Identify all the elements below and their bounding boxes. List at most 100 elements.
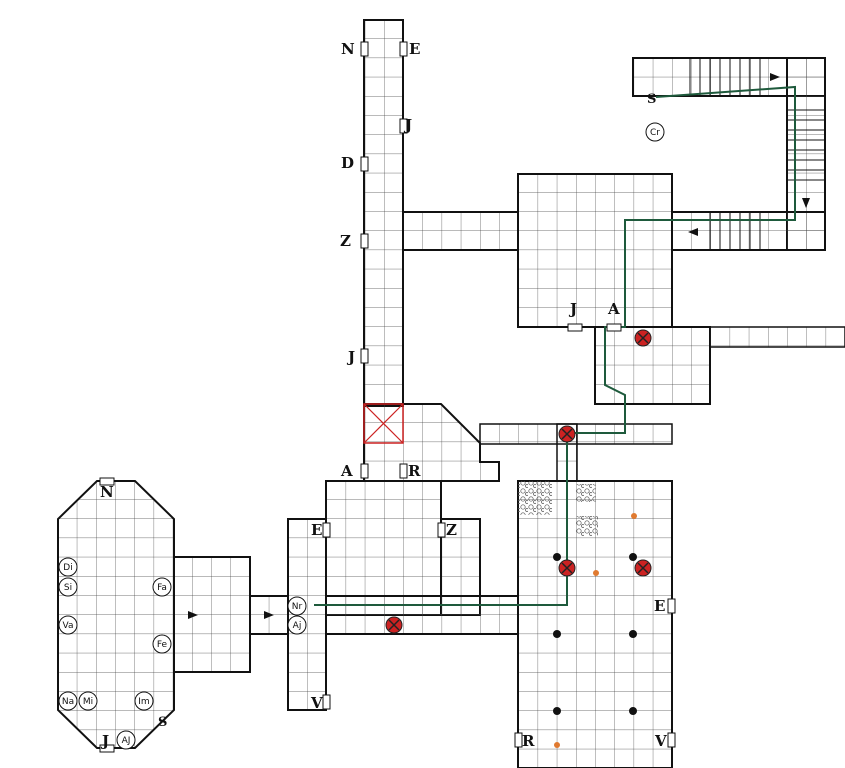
rubble-patch xyxy=(518,481,552,515)
door[interactable] xyxy=(99,477,115,486)
label-j: J xyxy=(568,300,577,318)
token-circle xyxy=(58,577,78,597)
door[interactable] xyxy=(322,522,331,538)
label-v: V xyxy=(310,694,323,712)
label-s: S xyxy=(647,92,656,107)
north-tower xyxy=(363,19,404,407)
door[interactable] xyxy=(667,598,676,614)
label-e: E xyxy=(409,40,420,58)
label-j: J xyxy=(346,348,355,366)
door[interactable] xyxy=(514,732,523,748)
doors xyxy=(99,41,676,753)
map-details xyxy=(99,41,825,753)
main-corridor xyxy=(325,595,519,635)
pillars xyxy=(553,553,637,715)
token-va[interactable]: Va xyxy=(58,615,78,635)
gate-hall xyxy=(325,480,442,616)
token-nr[interactable]: Nr xyxy=(287,596,307,616)
trap-cross xyxy=(561,562,573,574)
door[interactable] xyxy=(360,156,369,172)
token-si[interactable]: Si xyxy=(58,577,78,597)
trap-markers xyxy=(385,329,652,634)
door[interactable] xyxy=(606,323,622,332)
label-v: V xyxy=(654,732,667,750)
door[interactable] xyxy=(399,41,408,57)
token-fa[interactable]: Fa xyxy=(152,577,172,597)
token-circle xyxy=(58,557,78,577)
token-mi[interactable]: Mi xyxy=(78,691,98,711)
direction-arrows xyxy=(188,73,810,619)
token-na[interactable]: Na xyxy=(58,691,78,711)
door[interactable] xyxy=(360,463,369,479)
door[interactable] xyxy=(360,233,369,249)
token-label: Mi xyxy=(83,697,93,707)
token-label: Di xyxy=(63,563,72,573)
token-label: Fe xyxy=(157,640,168,650)
label-j: J xyxy=(403,116,412,134)
token-circle xyxy=(116,730,136,750)
token-circle xyxy=(78,691,98,711)
token-circle xyxy=(287,596,307,616)
trap-cross xyxy=(561,428,573,440)
label-r: R xyxy=(408,462,421,480)
token-label: Cr xyxy=(650,128,660,138)
upper-hall xyxy=(517,173,673,328)
token-label: Aj xyxy=(293,621,302,631)
token-im[interactable]: Im xyxy=(134,691,154,711)
token-circle xyxy=(152,634,172,654)
token-label: Fa xyxy=(157,583,167,593)
token-aj[interactable]: AJ xyxy=(116,730,136,750)
label-z: Z xyxy=(340,232,351,250)
token-cr[interactable]: Cr xyxy=(645,122,665,142)
label-r: R xyxy=(522,732,535,750)
rubble-patch xyxy=(576,516,598,536)
party-path xyxy=(314,85,796,606)
token-label: Va xyxy=(63,621,74,631)
token-circle xyxy=(645,122,665,142)
door[interactable] xyxy=(99,744,115,753)
label-s: S xyxy=(158,715,167,730)
token-circle xyxy=(287,615,307,635)
west-antechamber xyxy=(173,556,251,673)
red-trap-tile xyxy=(363,403,404,444)
label-j: J xyxy=(100,732,109,750)
label-n: N xyxy=(100,483,114,501)
label-d: D xyxy=(341,154,354,172)
label-z: Z xyxy=(446,521,457,539)
trap-cross xyxy=(637,562,649,574)
door[interactable] xyxy=(567,323,583,332)
label-e: E xyxy=(311,521,322,539)
map-rooms xyxy=(57,19,845,768)
trap-cross xyxy=(388,619,400,631)
token-aj2[interactable]: Aj xyxy=(287,615,307,635)
token-fe[interactable]: Fe xyxy=(152,634,172,654)
door[interactable] xyxy=(322,694,331,710)
door[interactable] xyxy=(399,118,408,134)
east-tunnel xyxy=(709,326,845,348)
door[interactable] xyxy=(360,348,369,364)
rubble-patch xyxy=(576,484,596,502)
token-circle xyxy=(152,577,172,597)
door[interactable] xyxy=(399,463,408,479)
token-circle xyxy=(134,691,154,711)
upper-connector xyxy=(402,211,519,251)
token-label: Si xyxy=(64,583,72,593)
door[interactable] xyxy=(437,522,446,538)
door[interactable] xyxy=(360,41,369,57)
token-di[interactable]: Di xyxy=(58,557,78,577)
label-a: A xyxy=(607,300,620,318)
east-annex xyxy=(594,326,711,405)
orange-markers xyxy=(554,513,637,748)
label-n: N xyxy=(341,40,355,58)
label-e: E xyxy=(654,597,665,615)
octagon-hall xyxy=(57,480,175,749)
trap-cross xyxy=(637,332,649,344)
token-label: Im xyxy=(138,697,149,707)
door[interactable] xyxy=(667,732,676,748)
token-circle xyxy=(58,691,78,711)
label-a: A xyxy=(340,462,353,480)
map-labels: N E J D Z J A R E Z V J A E R V N J S S xyxy=(100,40,667,750)
